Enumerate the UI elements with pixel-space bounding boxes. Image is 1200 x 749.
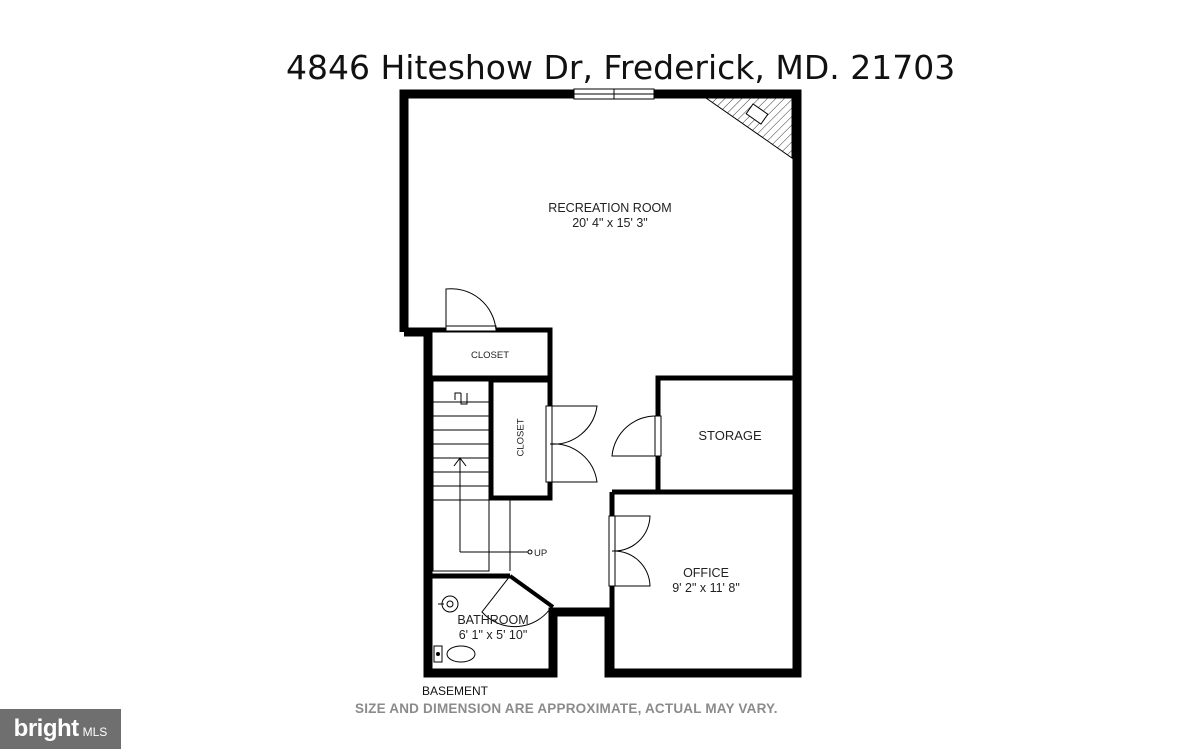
- storage-label: STORAGE: [698, 428, 762, 443]
- address-title: 4846 Hiteshow Dr, Frederick, MD. 21703: [286, 48, 956, 87]
- office-dims: 9' 2" x 11' 8": [672, 581, 740, 595]
- bright-mls-logo: bright MLS: [0, 709, 121, 749]
- stairs-up-label: UP: [534, 548, 548, 559]
- fireplace: [704, 97, 793, 159]
- office-label: OFFICE 9' 2" x 11' 8": [636, 566, 776, 596]
- closet-top-label: CLOSET: [470, 350, 509, 361]
- recreation-room-name: RECREATION ROOM: [548, 201, 672, 215]
- logo-brand: bright: [13, 715, 79, 742]
- disclaimer-text: SIZE AND DIMENSION ARE APPROXIMATE, ACTU…: [355, 701, 778, 716]
- bathroom-fixtures: [433, 595, 476, 663]
- doors: [445, 288, 662, 628]
- bathroom-label: BATHROOM 6' 1" x 5' 10": [430, 613, 556, 643]
- office-name: OFFICE: [683, 566, 729, 580]
- recreation-room-label: RECREATION ROOM 20' 4" x 15' 3": [520, 201, 700, 231]
- logo-suffix: MLS: [82, 724, 108, 739]
- window: [573, 88, 655, 100]
- bathroom-name: BATHROOM: [457, 613, 529, 627]
- floor-label: BASEMENT: [422, 684, 489, 698]
- closet-side-label: CLOSET: [515, 418, 527, 457]
- recreation-room-dims: 20' 4" x 15' 3": [572, 216, 648, 230]
- stairs: [432, 380, 533, 572]
- bathroom-dims: 6' 1" x 5' 10": [458, 628, 528, 642]
